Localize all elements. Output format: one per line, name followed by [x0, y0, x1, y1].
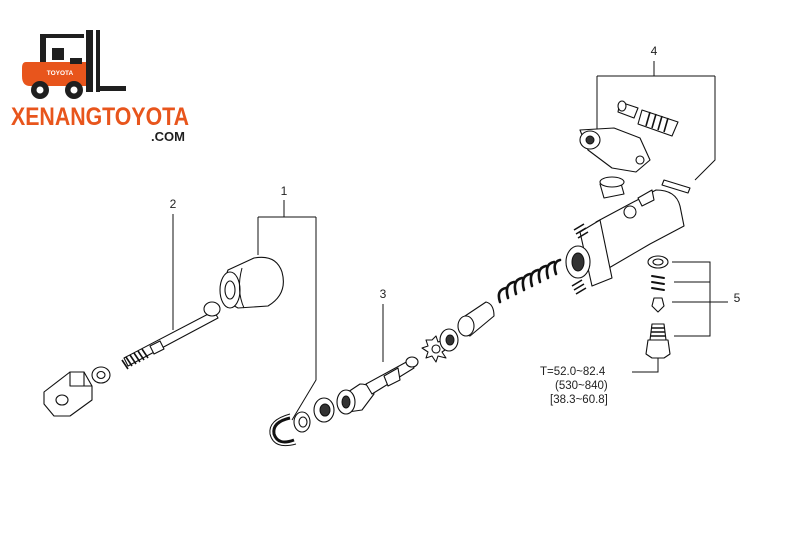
- piston: [336, 356, 419, 415]
- grommet: [599, 176, 625, 199]
- reservoir-union: [579, 127, 651, 173]
- master-cylinder-body: [565, 189, 685, 295]
- snap-ring: [269, 413, 297, 447]
- torque-value-nm: T=52.0~82.4: [540, 366, 606, 378]
- torque-value-ftlbf: [38.3~60.8]: [550, 394, 608, 406]
- forklift-badge: TOYOTA: [47, 70, 74, 77]
- dust-boot: [219, 256, 284, 309]
- bleeder-plug: [645, 323, 671, 359]
- callout-2: 2: [170, 197, 177, 330]
- callout-3: 3: [380, 287, 387, 362]
- hose-fitting: [617, 100, 679, 137]
- callout-4: 4: [596, 44, 716, 181]
- cup-seal: [313, 397, 335, 423]
- secondary-cup: [439, 328, 459, 352]
- bleeder-spring: [651, 275, 665, 291]
- callout-1: 1: [257, 184, 317, 421]
- callout-label: 3: [380, 287, 387, 301]
- retaining-pin: [661, 179, 691, 194]
- callout-label: 4: [651, 44, 658, 58]
- torque-value-kgfcm: (530~840): [555, 380, 608, 392]
- brand-domain: .COM: [151, 129, 185, 144]
- push-rod: [121, 301, 221, 370]
- brand-logo: TOYOTA XENANGTOYOTA .COM: [11, 30, 189, 144]
- bleeder-check-valve: [651, 297, 665, 313]
- clevis-yoke: [43, 371, 93, 417]
- torque-spec: T=52.0~82.4 (530~840) [38.3~60.8]: [540, 358, 659, 406]
- bleeder-gasket: [647, 255, 669, 269]
- callout-label: 5: [734, 291, 741, 305]
- washer: [293, 411, 311, 433]
- brand-name: XENANGTOYOTA: [11, 103, 189, 131]
- callout-5: 5: [672, 261, 741, 337]
- lock-nut: [91, 366, 111, 384]
- forklift-icon: [22, 30, 126, 99]
- callout-label: 1: [281, 184, 288, 198]
- callout-label: 2: [170, 197, 177, 211]
- return-spring: [497, 258, 562, 304]
- retainer-sleeve: [457, 301, 495, 337]
